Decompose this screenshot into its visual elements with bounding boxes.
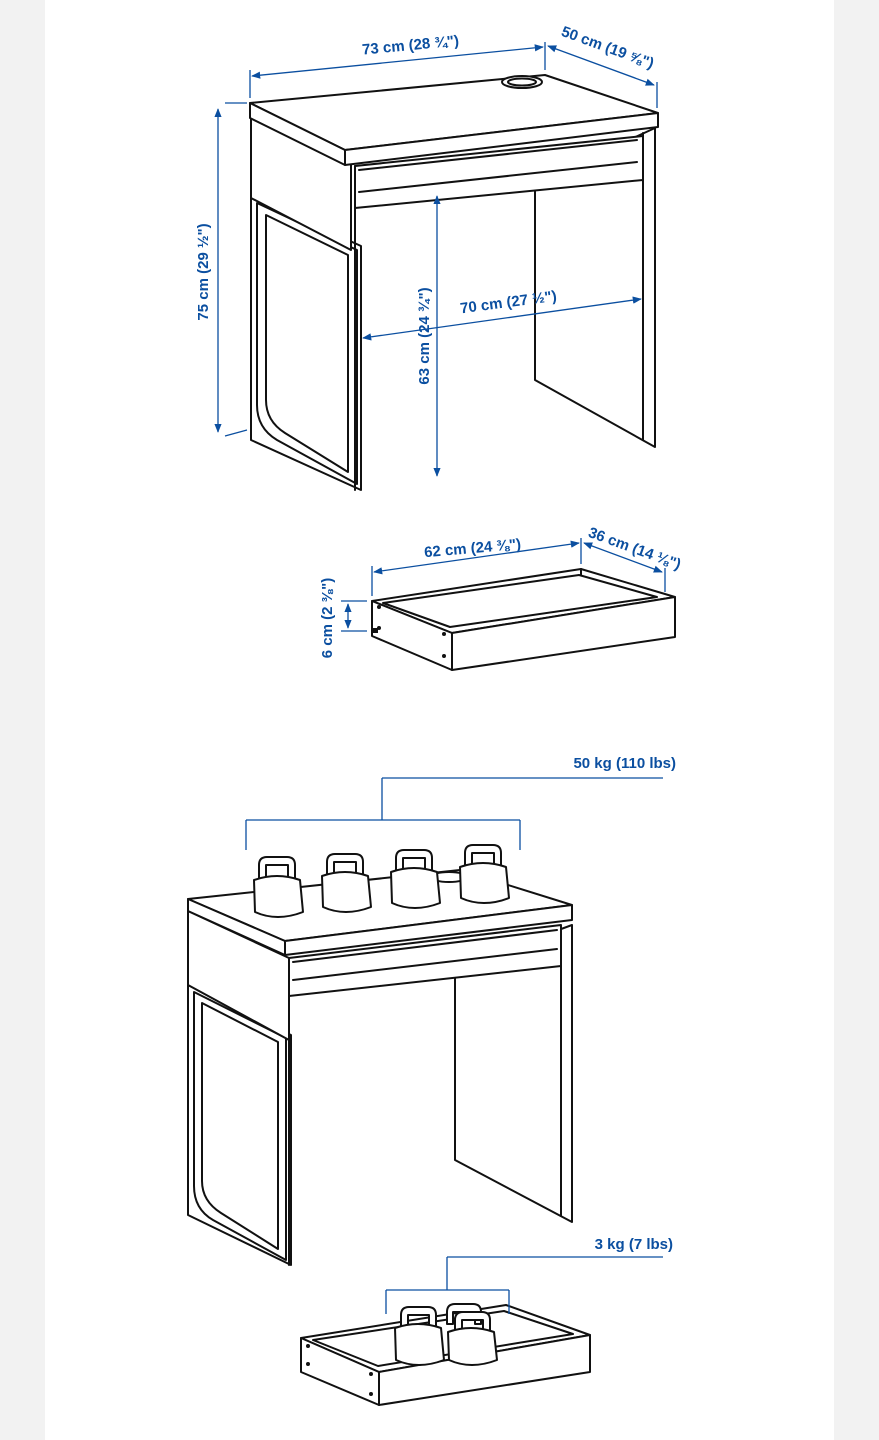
clearance-height-label: 63 cm (24 ¾") [416,287,433,384]
desk-height-label: 75 cm (29 ½") [195,223,212,320]
desk-dimension-lines [214,42,658,477]
desk-drawing-top [249,74,659,491]
drawer-height-label: 6 cm (2 ⅜") [319,578,336,658]
desk-weights [253,844,510,918]
desk-load-bracket [245,777,663,850]
drawer-drawing-top [371,568,676,671]
weight-icon [394,1306,445,1366]
weight-icon [447,1311,498,1366]
desk-width-label: 73 cm (28 ¾") [361,32,459,58]
drawer-dimension-lines [341,538,666,632]
weight-icon [459,844,510,904]
weight-icon [390,849,441,909]
desk-load-label: 50 kg (110 lbs) [573,755,676,772]
desk-load-drawing [187,869,573,1266]
drawer-load-label: 3 kg (7 lbs) [595,1236,673,1253]
weight-icon [321,853,372,913]
drawer-load-drawing [300,1304,591,1406]
drawer-load-bracket [385,1256,663,1314]
drawer-weights [394,1303,498,1366]
product-dimensions-sheet: 73 cm (28 ¾") 50 cm (19 ⅝") 75 cm (29 ½"… [45,0,834,1440]
desk-depth-label: 50 cm (19 ⅝") [559,23,656,72]
weight-icon [253,856,304,918]
dimension-diagram: 73 cm (28 ¾") 50 cm (19 ⅝") 75 cm (29 ½"… [187,23,683,1406]
